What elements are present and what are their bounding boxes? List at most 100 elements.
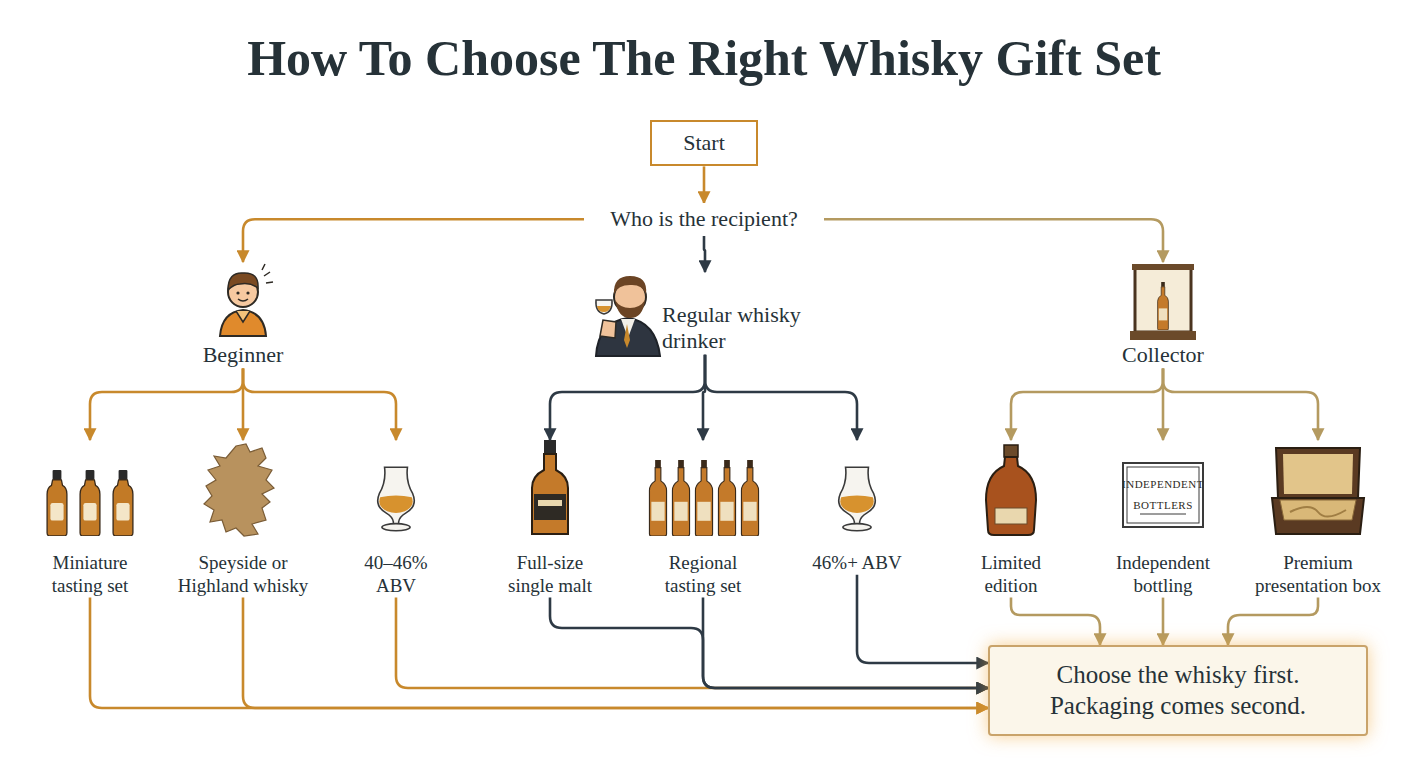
limited-edition-bottle <box>986 445 1036 535</box>
beginner-icon <box>220 264 273 336</box>
single-malt-bottle <box>532 440 568 534</box>
regional-bottles-use <box>718 460 735 536</box>
single-malt-bottle-rect <box>534 494 566 520</box>
regular-drinker-icon-path <box>615 300 645 318</box>
flow-connector <box>396 598 988 688</box>
limited-edition-bottle-rect <box>995 508 1027 524</box>
node-text: Limited edition <box>961 552 1061 598</box>
regional-bottles-use <box>741 460 758 536</box>
flow-connector <box>550 355 705 440</box>
node-text: Independent bottling <box>1106 552 1221 598</box>
collector-icon-rect <box>1130 331 1196 340</box>
option-node: Independent bottling <box>1106 440 1221 598</box>
flow-connector <box>90 598 988 708</box>
node-text: Regional tasting set <box>648 552 758 598</box>
presentation-box-path <box>1290 507 1346 517</box>
miniature-bottles-use <box>47 470 67 536</box>
node-text: Choose the whisky first. Packaging comes… <box>1010 659 1346 722</box>
regular-drinker-icon-path <box>600 320 616 338</box>
node-text: Who is the recipient? <box>590 205 818 234</box>
node-text: Collector <box>1098 342 1228 368</box>
single-malt-bottle-rect <box>538 500 562 506</box>
node-text: Premium presentation box <box>1238 552 1398 598</box>
option-node: Premium presentation box <box>1238 440 1398 598</box>
glass-icon <box>378 467 415 530</box>
beginner-icon-path <box>228 273 258 290</box>
independent-bottlers-sign-rect <box>1127 467 1199 523</box>
node-text: Beginner <box>178 342 308 368</box>
flow-connector <box>705 355 857 440</box>
option-node: Regional tasting set <box>648 440 758 598</box>
node-text: Start <box>658 130 750 156</box>
collector-icon-rect <box>1132 264 1194 270</box>
presentation-box <box>1272 448 1364 534</box>
single-malt-bottle-path <box>532 454 568 534</box>
icon-label: BOTTLERS <box>1133 499 1193 511</box>
regional-bottles <box>649 460 758 536</box>
collector-icon-use <box>1158 282 1169 330</box>
node-text: Full-size single malt <box>495 552 605 598</box>
collector-icon <box>1130 264 1196 340</box>
conclusion-box: Choose the whisky first. Packaging comes… <box>988 645 1368 736</box>
beginner-icon-circle <box>236 291 239 294</box>
flow-connector <box>550 598 988 688</box>
regular-drinker-icon-path <box>614 276 646 294</box>
option-node: Speyside or Highland whisky <box>168 440 318 598</box>
presentation-box-path <box>1280 500 1356 520</box>
start-box: Start <box>650 120 758 166</box>
beginner-icon-circle <box>246 291 249 294</box>
glass-icon <box>839 467 876 530</box>
independent-bottlers-sign-line <box>1140 514 1186 515</box>
flow-connector <box>90 368 243 440</box>
flow-connector <box>243 219 584 262</box>
flow-connector <box>824 219 1163 262</box>
flow-connector <box>243 598 988 708</box>
flow-connector <box>1011 368 1163 440</box>
option-node: 46%+ ABV <box>807 440 907 575</box>
option-node: Full-size single malt <box>495 440 605 598</box>
presentation-box-path <box>1272 498 1364 534</box>
regional-bottles-use <box>695 460 712 536</box>
option-node: Miniature tasting set <box>35 440 145 598</box>
icon-label: INDEPENDENT <box>1122 478 1204 490</box>
regular-drinker-icon-path <box>624 324 630 348</box>
beginner-icon-path <box>238 299 248 301</box>
single-malt-bottle-rect <box>544 440 556 454</box>
collector-icon-rect <box>1135 268 1191 332</box>
flow-connector <box>1228 598 1318 645</box>
beginner-icon-path <box>236 311 250 322</box>
node-text: Regular whisky drinker <box>662 302 830 355</box>
regular-drinker-icon <box>596 276 660 356</box>
regular-drinker-icon-path <box>597 306 611 312</box>
diagram-title: How To Choose The Right Whisky Gift Set <box>0 30 1408 88</box>
independent-bottlers-sign-rect <box>1123 463 1203 527</box>
flow-connector <box>704 236 705 272</box>
scotland-map <box>204 444 274 536</box>
flow-connector <box>703 598 988 688</box>
beginner-icon-path <box>220 310 266 336</box>
presentation-box-path <box>1283 454 1353 494</box>
miniature-bottles <box>47 470 133 536</box>
regular-drinker-icon-path <box>596 318 660 356</box>
regular-drinker-icon-path <box>596 300 612 314</box>
miniature-bottles-use <box>80 470 100 536</box>
recipient-node: Regular whisky drinker <box>580 272 830 355</box>
flow-connector <box>1163 368 1318 440</box>
flow-connector <box>243 368 396 440</box>
node-text: 40–46% ABV <box>351 552 441 598</box>
node-text: Miniature tasting set <box>35 552 145 598</box>
independent-bottlers-sign <box>1123 463 1203 527</box>
miniature-bottles-use <box>113 470 133 536</box>
flow-connector <box>703 166 706 203</box>
regional-bottles-use <box>672 460 689 536</box>
recipient-node: Collector <box>1098 262 1228 368</box>
node-text: Speyside or Highland whisky <box>168 552 318 598</box>
question-label: Who is the recipient? <box>584 203 824 236</box>
beginner-icon-path <box>262 264 273 283</box>
option-node: Limited edition <box>961 440 1061 598</box>
limited-edition-bottle-rect <box>1004 445 1018 457</box>
limited-edition-bottle-path <box>986 457 1036 535</box>
node-text: 46%+ ABV <box>807 552 907 575</box>
flow-connector <box>857 575 988 663</box>
